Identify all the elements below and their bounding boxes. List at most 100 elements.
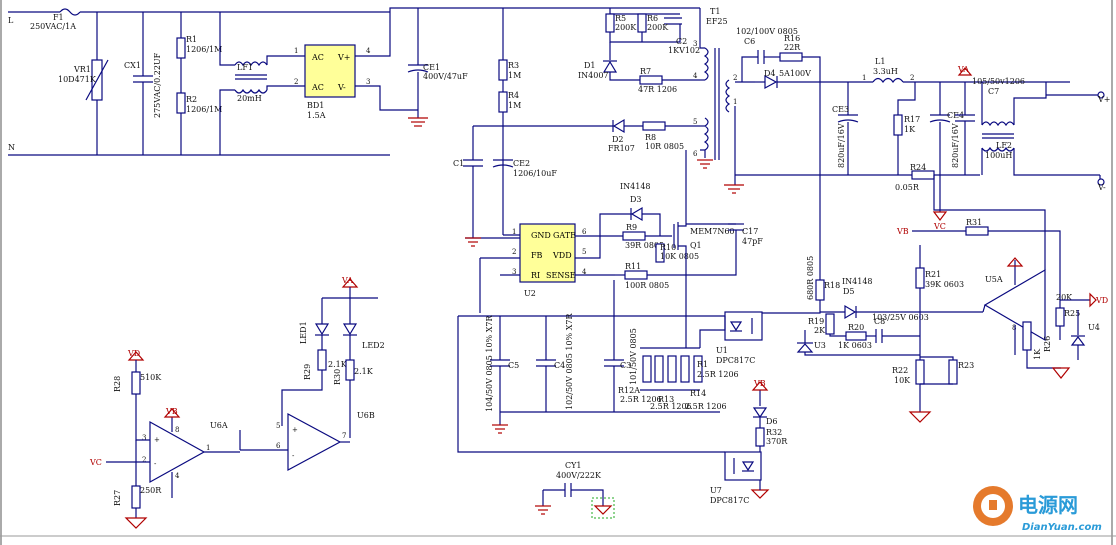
r20-value: 1K 0603 <box>838 341 872 350</box>
r21-ref: R21 <box>925 270 941 279</box>
r25-ref: R25 <box>1064 309 1080 318</box>
r24-value: 0.05R <box>895 183 920 192</box>
bd1-pin4: 4 <box>366 47 371 55</box>
f1-value: 250VAC/1A <box>30 22 76 31</box>
u1-value: DPC817C <box>716 356 755 365</box>
r10-value: 10K 0805 <box>660 252 699 261</box>
c5-ref: C5 <box>508 361 519 370</box>
c7-ref: C7 <box>988 87 999 96</box>
shunt-u3 <box>796 343 814 353</box>
u6b-minus: - <box>292 452 295 460</box>
r28-value: 510K <box>140 373 162 382</box>
net-label-vd-sec: VD <box>1095 296 1108 305</box>
r10-ref: R10 <box>660 243 676 252</box>
r5-value: 200K <box>615 23 637 32</box>
u2-pin4: 4 <box>582 268 587 276</box>
r30-value: 2.1K <box>354 367 374 376</box>
ce1-ref: CE1 <box>423 63 440 72</box>
d3-ref: D3 <box>630 195 642 204</box>
u2-gnd: GND <box>531 231 551 240</box>
resistor-r12 <box>654 355 664 383</box>
net-label-vc-u6: VC <box>89 458 102 467</box>
net-label-vb-d6: VB <box>753 379 766 388</box>
r6-ref: R6 <box>647 14 658 23</box>
ce2-ref: CE2 <box>513 159 530 168</box>
resistor-r24 <box>911 170 935 180</box>
r25-value: 20K <box>1056 293 1073 302</box>
t1-pin1: 1 <box>733 98 737 106</box>
resistor-r10 <box>655 243 665 263</box>
r2-ref: R2 <box>186 95 197 104</box>
resistor-r5 <box>605 13 615 33</box>
watermark: 电源网 DianYuan.com <box>973 486 1102 533</box>
net-label-va-out: VA <box>957 65 969 74</box>
r18-value: 680R 0805 <box>806 256 815 300</box>
resistor-r3 <box>498 59 508 81</box>
opamp-u6b <box>287 412 342 472</box>
ic-u2 <box>519 223 576 283</box>
r19-value: 2K <box>814 326 826 335</box>
t1-value: EF25 <box>706 17 728 26</box>
diode-d3 <box>630 206 643 222</box>
bd1-vplus: V+ <box>337 53 350 62</box>
f1-ref: F1 <box>53 13 64 22</box>
resistor-r30 <box>345 359 355 381</box>
indicator-stage: VA LED1 R29 2.1K LED2 R30 2.1K U6B + - 5… <box>89 276 385 529</box>
r14-value: 2.5R 1206 <box>685 402 727 411</box>
resistor-r28 <box>131 371 141 395</box>
resistor-r32 <box>755 427 765 447</box>
d3-value: IN4148 <box>620 182 651 191</box>
r22-ref: R22 <box>892 366 908 375</box>
ground-ce1 <box>408 117 428 127</box>
ce3-ref: CE3 <box>832 105 849 114</box>
r3-ref: R3 <box>508 61 519 70</box>
u2-pin3: 3 <box>512 268 516 276</box>
resistor-r16 <box>779 52 803 62</box>
r29-ref: R29 <box>303 364 312 380</box>
resistor-r11 <box>624 270 648 280</box>
resistor-r25 <box>1055 307 1065 327</box>
ce4-value: 820uF/16V <box>951 123 960 168</box>
diode-d5 <box>844 304 857 320</box>
u2-pin2: 2 <box>512 248 516 256</box>
r1-ref: R1 <box>186 35 197 44</box>
u2-pin1: 1 <box>512 228 516 236</box>
lf1-value: 20mH <box>237 94 262 103</box>
u5a-ref: U5A <box>985 275 1003 284</box>
u6a-pin1: 1 <box>206 444 210 452</box>
resistor-r9 <box>622 231 646 241</box>
resistor-r27 <box>131 485 141 509</box>
r19-ref: R19 <box>808 317 824 326</box>
r22-value: 10K <box>894 376 911 385</box>
u4-ref: U4 <box>1088 323 1100 332</box>
d2-value: FR107 <box>608 144 635 153</box>
lf1-ref: LF1 <box>237 63 253 72</box>
resistor-r4 <box>498 91 508 113</box>
lf2-ref: LF2 <box>996 141 1012 150</box>
resistor-r2 <box>176 92 186 114</box>
output-terminal-vplus <box>1097 91 1105 99</box>
bd1-ac-top: AC <box>311 53 324 62</box>
bd1-vminus: V- <box>337 83 346 92</box>
resistor-r22 <box>915 359 925 385</box>
watermark-brand: 电源网 <box>1018 493 1078 517</box>
net-label-vd-r28: VD <box>127 349 140 358</box>
r1x-value: 2.5R 1206 <box>697 370 739 379</box>
resistor-r21 <box>915 267 925 289</box>
bridge-bd1 <box>304 44 356 98</box>
u3-ref: U3 <box>814 341 826 350</box>
r18-ref: R18 <box>824 281 840 290</box>
c17-value: 47pF <box>742 237 763 246</box>
d6-ref: D6 <box>766 417 778 426</box>
bd1-value: 1.5A <box>307 111 326 120</box>
choke-lf1 <box>234 61 268 94</box>
r32-ref: R32 <box>766 428 782 437</box>
r24-ref: R24 <box>910 163 926 172</box>
net-label-vplus: V+ <box>1097 95 1110 104</box>
r27-value: 250R <box>140 486 162 495</box>
inductor-l1 <box>872 77 904 84</box>
net-label-vb-u6: VB <box>165 407 178 416</box>
c7-value: 105/50v1206 <box>972 77 1025 86</box>
r13-ref: R13 <box>658 395 674 404</box>
resistor-r26 <box>1022 321 1032 351</box>
